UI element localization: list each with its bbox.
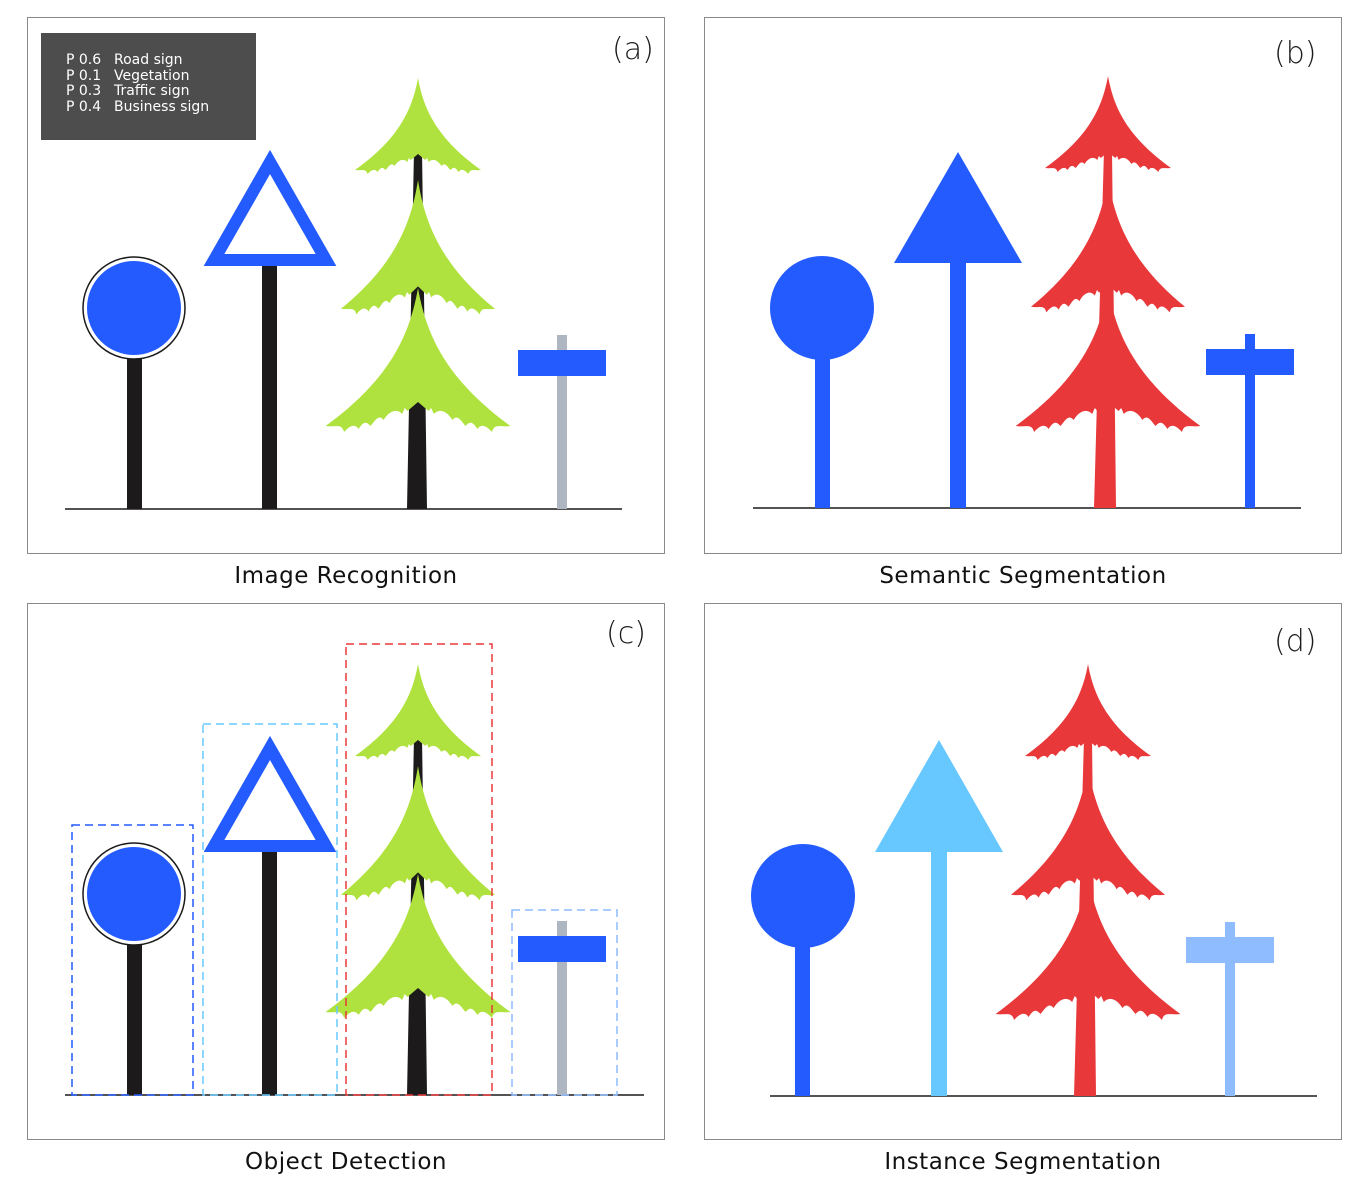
panel-c-illustration	[65, 643, 644, 1096]
panel-instance-segmentation: (d)	[704, 603, 1342, 1140]
road-sign	[770, 256, 874, 360]
traffic-sign	[203, 149, 337, 266]
road-sign-pole	[815, 338, 830, 508]
business-sign	[518, 936, 606, 962]
road-sign	[87, 847, 181, 941]
bounding-box-traffic-sign	[202, 723, 338, 1096]
road-sign-pole	[795, 924, 810, 1096]
panel-object-detection: (c)	[27, 603, 665, 1140]
business-sign-pole	[557, 921, 567, 1095]
panel-letter: (a)	[612, 32, 654, 67]
road-sign-pole	[127, 348, 142, 509]
panel-caption: Semantic Segmentation	[879, 563, 1167, 589]
traffic-sign	[894, 152, 1022, 263]
traffic-sign	[203, 735, 337, 852]
panel-caption: Image Recognition	[234, 563, 458, 589]
business-sign-pole	[557, 335, 567, 509]
traffic-sign-pole	[262, 848, 277, 1095]
business-sign	[1206, 349, 1294, 375]
traffic-sign-pole	[262, 262, 277, 509]
business-sign-pole	[1225, 922, 1235, 1096]
business-sign	[518, 350, 606, 376]
traffic-sign-pole	[931, 846, 947, 1096]
business-sign	[1186, 937, 1274, 963]
road-sign	[751, 844, 855, 948]
panel-semantic-segmentation: (b)	[704, 17, 1342, 554]
traffic-sign-pole	[950, 260, 966, 508]
bounding-box-business-sign	[511, 909, 618, 1096]
panel-b-illustration	[753, 76, 1301, 509]
panel-caption: Instance Segmentation	[884, 1149, 1162, 1175]
panel-letter: (c)	[606, 616, 646, 651]
bounding-box-tree	[345, 643, 493, 1096]
panel-d-illustration	[751, 664, 1317, 1097]
road-sign-pole	[127, 934, 142, 1095]
panel-letter: (b)	[1274, 36, 1317, 71]
panel-caption: Object Detection	[245, 1149, 447, 1175]
panel-letter: (d)	[1274, 624, 1317, 659]
business-sign-pole	[1245, 334, 1255, 508]
panel-a-illustration	[65, 78, 622, 510]
road-sign	[87, 261, 181, 355]
traffic-sign	[875, 740, 1003, 852]
